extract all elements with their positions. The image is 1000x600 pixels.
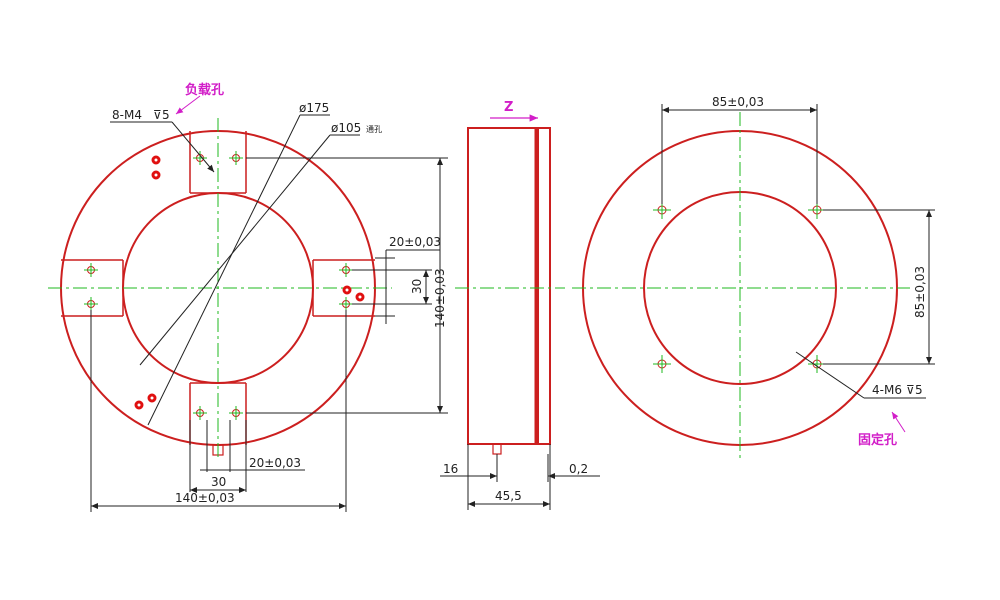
fixing-hole-callout-arrow [891, 411, 906, 433]
hole-pitch-label: 140±0,03 [433, 268, 447, 328]
bottom-slot-width-label: 20±0,03 [249, 456, 301, 470]
load-holes [84, 151, 353, 420]
fixing-hole-label: 固定孔 [858, 432, 897, 448]
red-markers [134, 155, 365, 410]
front-right-dimensions [246, 157, 448, 414]
top-pitch-label: 85±0,03 [712, 95, 764, 109]
back-dimensions [661, 104, 935, 399]
outer-diameter-label: ø175 [299, 101, 329, 115]
right-pitch-label: 85±0,03 [913, 266, 927, 318]
side-body [467, 127, 537, 445]
side-view [440, 114, 600, 510]
front-bottom-dimensions [90, 310, 347, 512]
thickness-label: 45,5 [495, 489, 522, 503]
overall-width-label: 140±0,03 [175, 491, 235, 505]
slot-width-label: 20±0,03 [389, 235, 441, 249]
gap-label: 0,2 [569, 462, 588, 476]
inner-diameter-note: 通孔 [366, 124, 382, 134]
bottom-spacing-label: 30 [211, 475, 226, 489]
diameter-175-leader [147, 114, 301, 426]
depth-symbol-icon: ⊽ [153, 108, 162, 122]
fixing-hole-depth: 5 [915, 383, 923, 397]
load-hole-label: 负载孔 [185, 82, 224, 98]
slot-right [312, 259, 375, 317]
z-axis-label: Z [504, 100, 513, 115]
inner-diameter-label: ø105 [331, 121, 361, 135]
fixing-depth-symbol-icon: ⊽ [906, 383, 915, 397]
back-view [572, 104, 935, 460]
front-view [48, 95, 448, 512]
load-hole-depth: 5 [162, 108, 170, 122]
side-flange [537, 127, 551, 445]
side-dimensions [440, 444, 600, 510]
left-offset-label: 16 [443, 462, 458, 476]
load-hole-callout-arrow [175, 95, 201, 115]
side-key-notch [492, 443, 502, 455]
fixing-hole-spec: 4-M6 [872, 383, 902, 397]
diameter-105-leader [139, 134, 331, 366]
slot-hole-spacing-label: 30 [410, 279, 424, 294]
load-hole-spec: 8-M4 [112, 108, 142, 122]
